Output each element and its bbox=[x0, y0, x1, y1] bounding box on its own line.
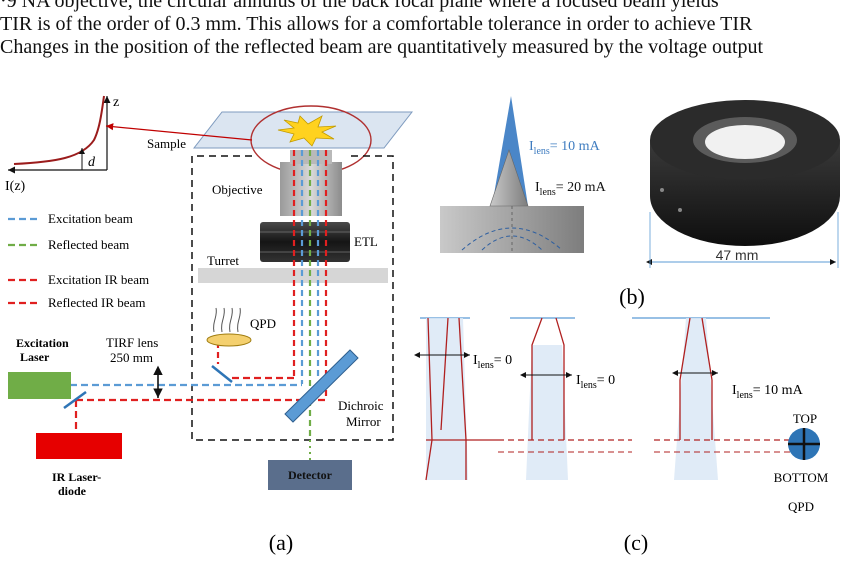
objective-label: Objective bbox=[212, 182, 263, 197]
tirf-lens-label-1: TIRF lens bbox=[106, 335, 158, 350]
text-line-2: TIR is of the order of 0.3 mm. This allo… bbox=[0, 13, 753, 35]
c-label-1-i: I bbox=[473, 353, 478, 368]
legend-excitation-beam: Excitation beam bbox=[48, 211, 133, 226]
ir-laser-label-1: IR Laser- bbox=[52, 470, 101, 484]
microscope-frame bbox=[191, 155, 394, 441]
detector-box bbox=[268, 460, 352, 490]
legend-excitation-ir-beam: Excitation IR beam bbox=[48, 272, 149, 287]
c-label-2-sub: lens bbox=[581, 380, 597, 391]
qpd-label: QPD bbox=[250, 316, 276, 331]
detector-label: Detector bbox=[288, 468, 333, 482]
label-20ma-sub: lens bbox=[540, 187, 556, 198]
c-label-3: Ilens= 10 mA bbox=[732, 383, 804, 401]
text-line-3: Changes in the position of the reflected… bbox=[0, 36, 764, 58]
axis-d-label: d bbox=[88, 155, 96, 170]
panel-c: Ilens= 0 Ilens= 0 Ilens= 10 mA TOP BOTTO… bbox=[414, 317, 829, 555]
panel-b-label: (b) bbox=[619, 284, 645, 309]
label-10ma-value: = 10 mA bbox=[550, 139, 601, 154]
c-label-3-value: = 10 mA bbox=[753, 383, 804, 398]
label-20ma-i: I bbox=[535, 180, 540, 195]
c-label-1-value: = 0 bbox=[494, 353, 512, 368]
etl-label: ETL bbox=[354, 234, 378, 249]
c-label-2-value: = 0 bbox=[597, 373, 615, 388]
label-10ma: Ilens= 10 mA bbox=[529, 139, 601, 157]
ir-laser-label-2: diode bbox=[58, 484, 87, 498]
axis-z-label: z bbox=[113, 95, 119, 110]
label-10ma-i: I bbox=[529, 139, 534, 154]
dichroic-label-2: Mirror bbox=[346, 414, 381, 429]
axis-iz-text: I(z) bbox=[5, 179, 26, 194]
axis-iz-label: I(z) bbox=[5, 179, 26, 194]
etl-ring-render bbox=[650, 100, 840, 246]
c-label-2-i: I bbox=[576, 373, 581, 388]
cone-20ma bbox=[489, 149, 529, 207]
label-20ma: Ilens= 20 mA bbox=[535, 180, 607, 198]
objective-tip bbox=[290, 150, 332, 164]
c-label-3-sub: lens bbox=[737, 390, 753, 401]
turret-label: Turret bbox=[207, 253, 239, 268]
dimension-label: 47 mm bbox=[716, 247, 759, 263]
qpd-detector: QPD bbox=[206, 307, 276, 347]
horizontal-beams bbox=[70, 376, 326, 434]
qpd-c-label: QPD bbox=[788, 499, 814, 514]
c-label-3-i: I bbox=[732, 383, 737, 398]
legend-reflected-ir-beam: Reflected IR beam bbox=[48, 295, 145, 310]
panel-a: z I(z) d Sample Objective ETL Turret bbox=[5, 95, 414, 555]
laser-mirror bbox=[63, 390, 87, 410]
qpd-mirror bbox=[211, 365, 233, 383]
label-10ma-sub: lens bbox=[534, 146, 550, 157]
qpd-top-label: TOP bbox=[793, 411, 817, 426]
dichroic-mirror bbox=[284, 349, 359, 423]
dichroic-label-1: Dichroic bbox=[338, 398, 384, 413]
excitation-laser bbox=[8, 372, 71, 399]
c-label-1: Ilens= 0 bbox=[473, 353, 512, 371]
text-line-1: ·9 NA objective, the circular annulus of… bbox=[0, 0, 719, 12]
c-label-2: Ilens= 0 bbox=[576, 373, 615, 391]
ir-laser-diode bbox=[36, 433, 122, 459]
sample-pointer-arrow bbox=[105, 123, 253, 141]
qpd-disc-icon bbox=[788, 428, 820, 460]
etl-body bbox=[260, 222, 350, 262]
panel-c-label: (c) bbox=[624, 530, 648, 555]
sample-label: Sample bbox=[147, 136, 186, 151]
evanescent-inset: z I(z) d bbox=[5, 95, 119, 194]
tirf-lens-label-2: 250 mm bbox=[110, 350, 153, 365]
qpd-bottom-label: BOTTOM bbox=[774, 470, 829, 485]
sample-star-icon bbox=[277, 115, 337, 147]
label-20ma-value: = 20 mA bbox=[556, 180, 607, 195]
excitation-laser-label-2: Laser bbox=[20, 350, 50, 364]
panel-a-label: (a) bbox=[269, 530, 293, 555]
panel-b: Ilens= 10 mA Ilens= 20 mA 47 mm (b) bbox=[440, 96, 840, 309]
excitation-laser-label-1: Excitation bbox=[16, 336, 69, 350]
legend: Excitation beam Reflected beam Excitatio… bbox=[8, 211, 149, 310]
c-label-1-sub: lens bbox=[478, 360, 494, 371]
legend-reflected-beam: Reflected beam bbox=[48, 237, 129, 252]
